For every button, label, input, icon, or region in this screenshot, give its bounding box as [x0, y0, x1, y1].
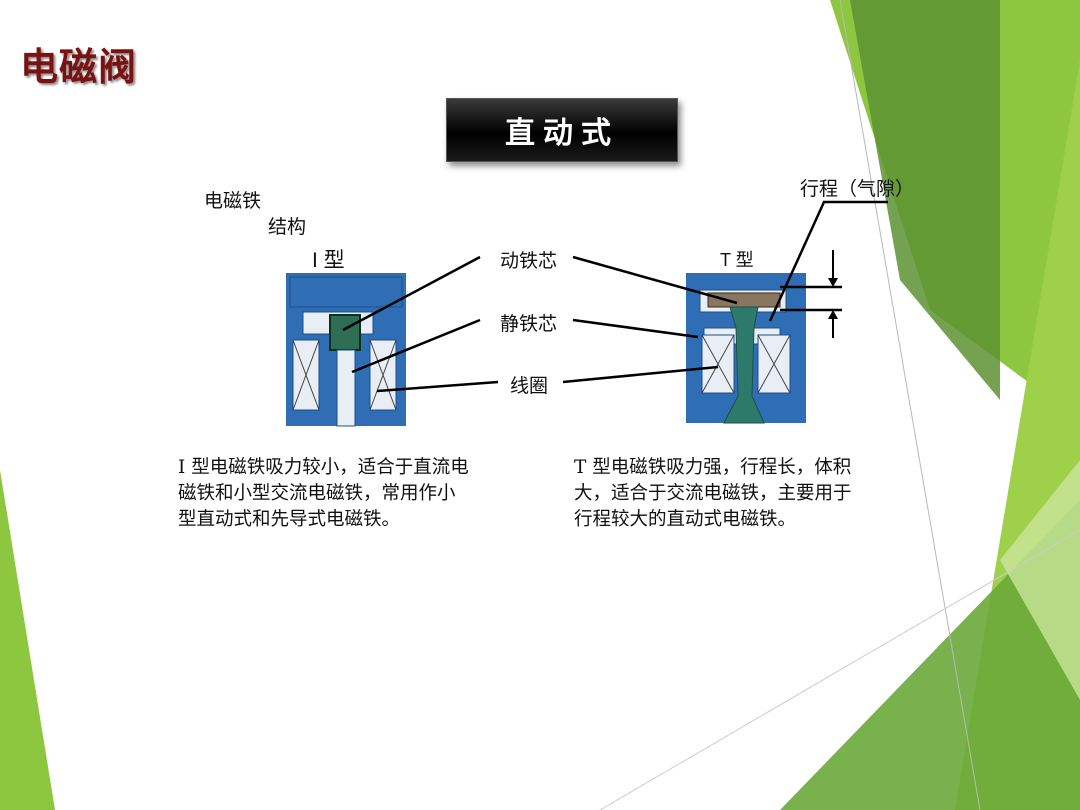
label-static-core: 静铁芯 [500, 313, 558, 335]
label-i-type: I 型 [312, 249, 345, 272]
label-structure: 结构 [268, 216, 307, 238]
label-stroke-gap: 行程（气隙） [800, 178, 915, 200]
description-t-type: T 型电磁铁吸力强，行程长，体积 大，适合于交流电磁铁，主要用于 行程较大的直动… [574, 455, 852, 533]
description-i-line-1: I 型电磁铁吸力较小，适合于直流电 [178, 457, 469, 478]
right-light-green-shape [1000, 460, 1080, 700]
leader-static-core-t [572, 318, 699, 339]
leader-moving-core-i [342, 255, 481, 332]
leader-moving-core-t [572, 255, 738, 305]
leader-static-core-i [351, 318, 481, 374]
slide-title: 电磁阀 [20, 45, 138, 89]
t-type-moving-core [707, 292, 781, 308]
description-t-line-1: T 型电磁铁吸力强，行程长，体积 [574, 457, 852, 478]
leader-lines [342, 200, 888, 393]
description-i-line-2: 磁铁和小型交流电磁铁，常用作小 [178, 483, 456, 504]
description-i-type: I 型电磁铁吸力较小，适合于直流电 磁铁和小型交流电磁铁，常用作小 型直动式和先… [178, 455, 469, 533]
decor-line-1 [839, 0, 981, 810]
stroke-dimension [780, 250, 842, 338]
i-type-static-core [336, 349, 356, 427]
label-moving-core: 动铁芯 [500, 250, 558, 272]
decor-line-2 [599, 529, 1080, 810]
leader-stroke [768, 200, 888, 322]
t-type-diagram [686, 273, 806, 424]
leader-coil-i [376, 380, 499, 393]
description-t-line-3: 行程较大的直动式电磁铁。 [574, 509, 797, 530]
description-i-line-3: 型直动式和先导式电磁铁。 [178, 509, 401, 530]
i-type-moving-core [329, 314, 361, 351]
label-electromagnet: 电磁铁 [204, 190, 262, 212]
label-t-type: T 型 [720, 250, 754, 270]
leader-coil-t [562, 365, 719, 384]
section-banner: 直动式 [446, 98, 678, 162]
i-type-diagram [286, 273, 406, 427]
right-green-triangle [780, 500, 1080, 810]
left-green-triangle [0, 470, 55, 810]
description-t-line-2: 大，适合于交流电磁铁，主要用于 [574, 483, 852, 504]
label-coil: 线圈 [510, 375, 549, 397]
t-type-static-core [723, 306, 765, 424]
right-dark-green-shape [850, 0, 1000, 400]
